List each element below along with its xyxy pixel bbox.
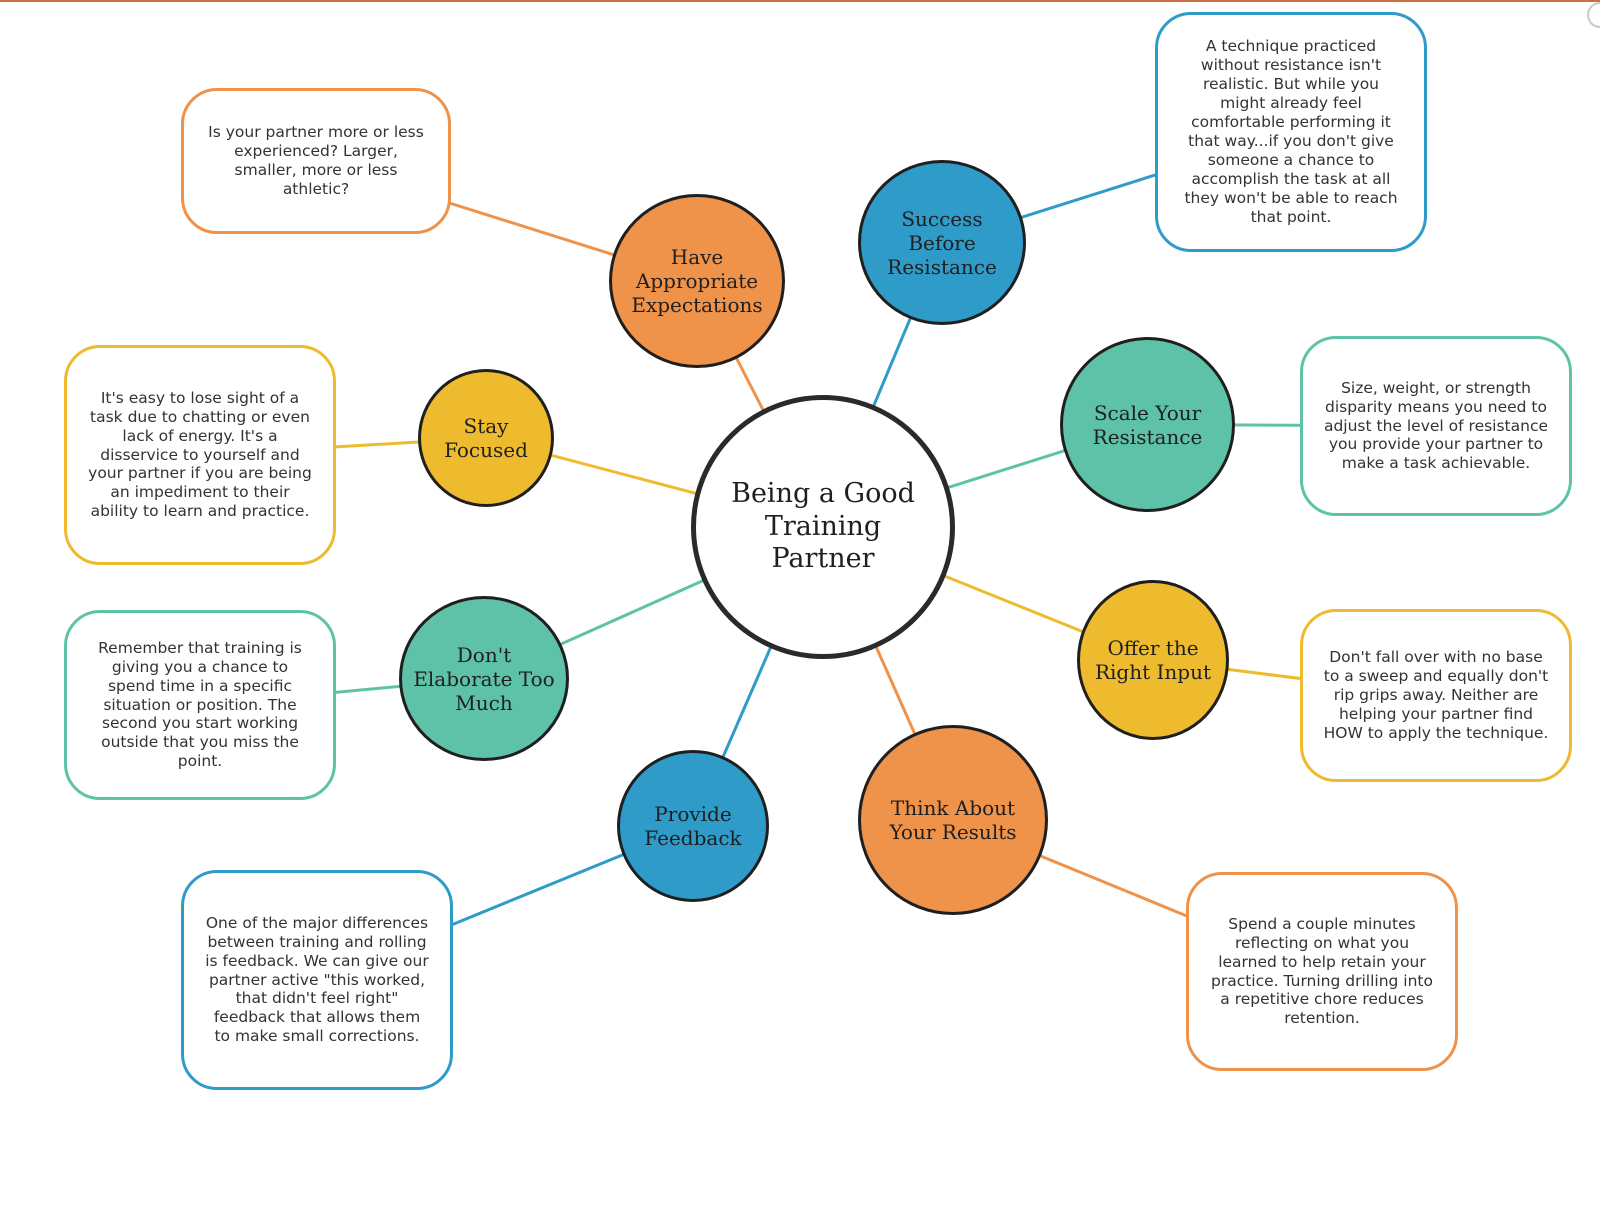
- top-border: [0, 0, 1600, 2]
- topic-dont-elaborate-too-much: Don't Elaborate Too Much: [399, 596, 569, 761]
- topic-scale-your-resistance: Scale Your Resistance: [1060, 337, 1235, 512]
- note-dont-elaborate-too-much: Remember that training is giving you a c…: [64, 610, 336, 800]
- center-topic-being-a-good-training-partner: Being a Good Training Partner: [691, 395, 955, 659]
- note-expectations: Is your partner more or less experienced…: [181, 88, 451, 234]
- topic-think-about-your-results: Think About Your Results: [858, 725, 1048, 915]
- topic-offer-the-right-input: Offer the Right Input: [1077, 580, 1229, 740]
- topic-provide-feedback: Provide Feedback: [617, 750, 769, 902]
- note-offer-the-right-input: Don't fall over with no base to a sweep …: [1300, 609, 1572, 782]
- topic-success-before-resistance: Success Before Resistance: [858, 160, 1026, 325]
- note-think-about-your-results: Spend a couple minutes reflecting on wha…: [1186, 872, 1458, 1071]
- note-stay-focused: It's easy to lose sight of a task due to…: [64, 345, 336, 565]
- note-scale-your-resistance: Size, weight, or strength disparity mean…: [1300, 336, 1572, 516]
- topic-stay-focused: Stay Focused: [418, 369, 554, 507]
- note-provide-feedback: One of the major differences between tra…: [181, 870, 453, 1090]
- topic-have-appropriate-expectations: Have Appropriate Expectations: [609, 194, 785, 368]
- note-success-before-resistance: A technique practiced without resistance…: [1155, 12, 1427, 252]
